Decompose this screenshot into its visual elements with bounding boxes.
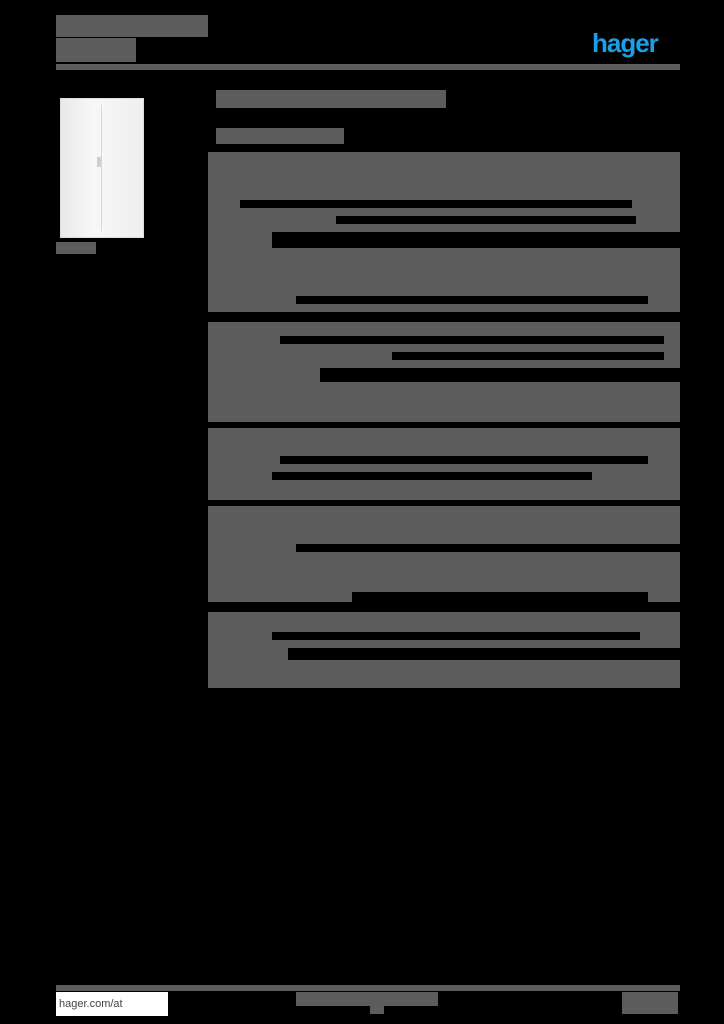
product-code-label xyxy=(56,242,96,254)
gap xyxy=(288,648,680,660)
footer-right-block xyxy=(622,992,678,1014)
gap xyxy=(272,232,680,248)
gap xyxy=(296,544,680,552)
gap xyxy=(272,472,592,480)
footer-rule xyxy=(56,985,680,991)
gap xyxy=(280,456,648,464)
gap xyxy=(272,632,640,640)
gap xyxy=(392,352,664,360)
gap xyxy=(320,368,680,382)
spec-section-3 xyxy=(208,428,680,500)
header-rule xyxy=(56,64,680,70)
subtitle-block xyxy=(56,38,136,62)
product-image xyxy=(60,98,144,238)
website-link[interactable]: hager.com/at xyxy=(56,992,168,1016)
gap xyxy=(296,296,648,304)
gap xyxy=(240,200,632,208)
title-block xyxy=(56,15,208,37)
gap xyxy=(352,592,648,602)
footer-center-block xyxy=(296,992,438,1006)
spec-section-4 xyxy=(208,506,680,602)
hager-logo: hager xyxy=(592,28,659,58)
door-handle xyxy=(97,157,101,167)
gap xyxy=(336,216,636,224)
product-title xyxy=(216,90,446,108)
gap xyxy=(280,336,664,344)
door-seam xyxy=(101,105,102,231)
product-subtitle xyxy=(216,128,344,144)
footer-center-tab xyxy=(370,1006,384,1014)
